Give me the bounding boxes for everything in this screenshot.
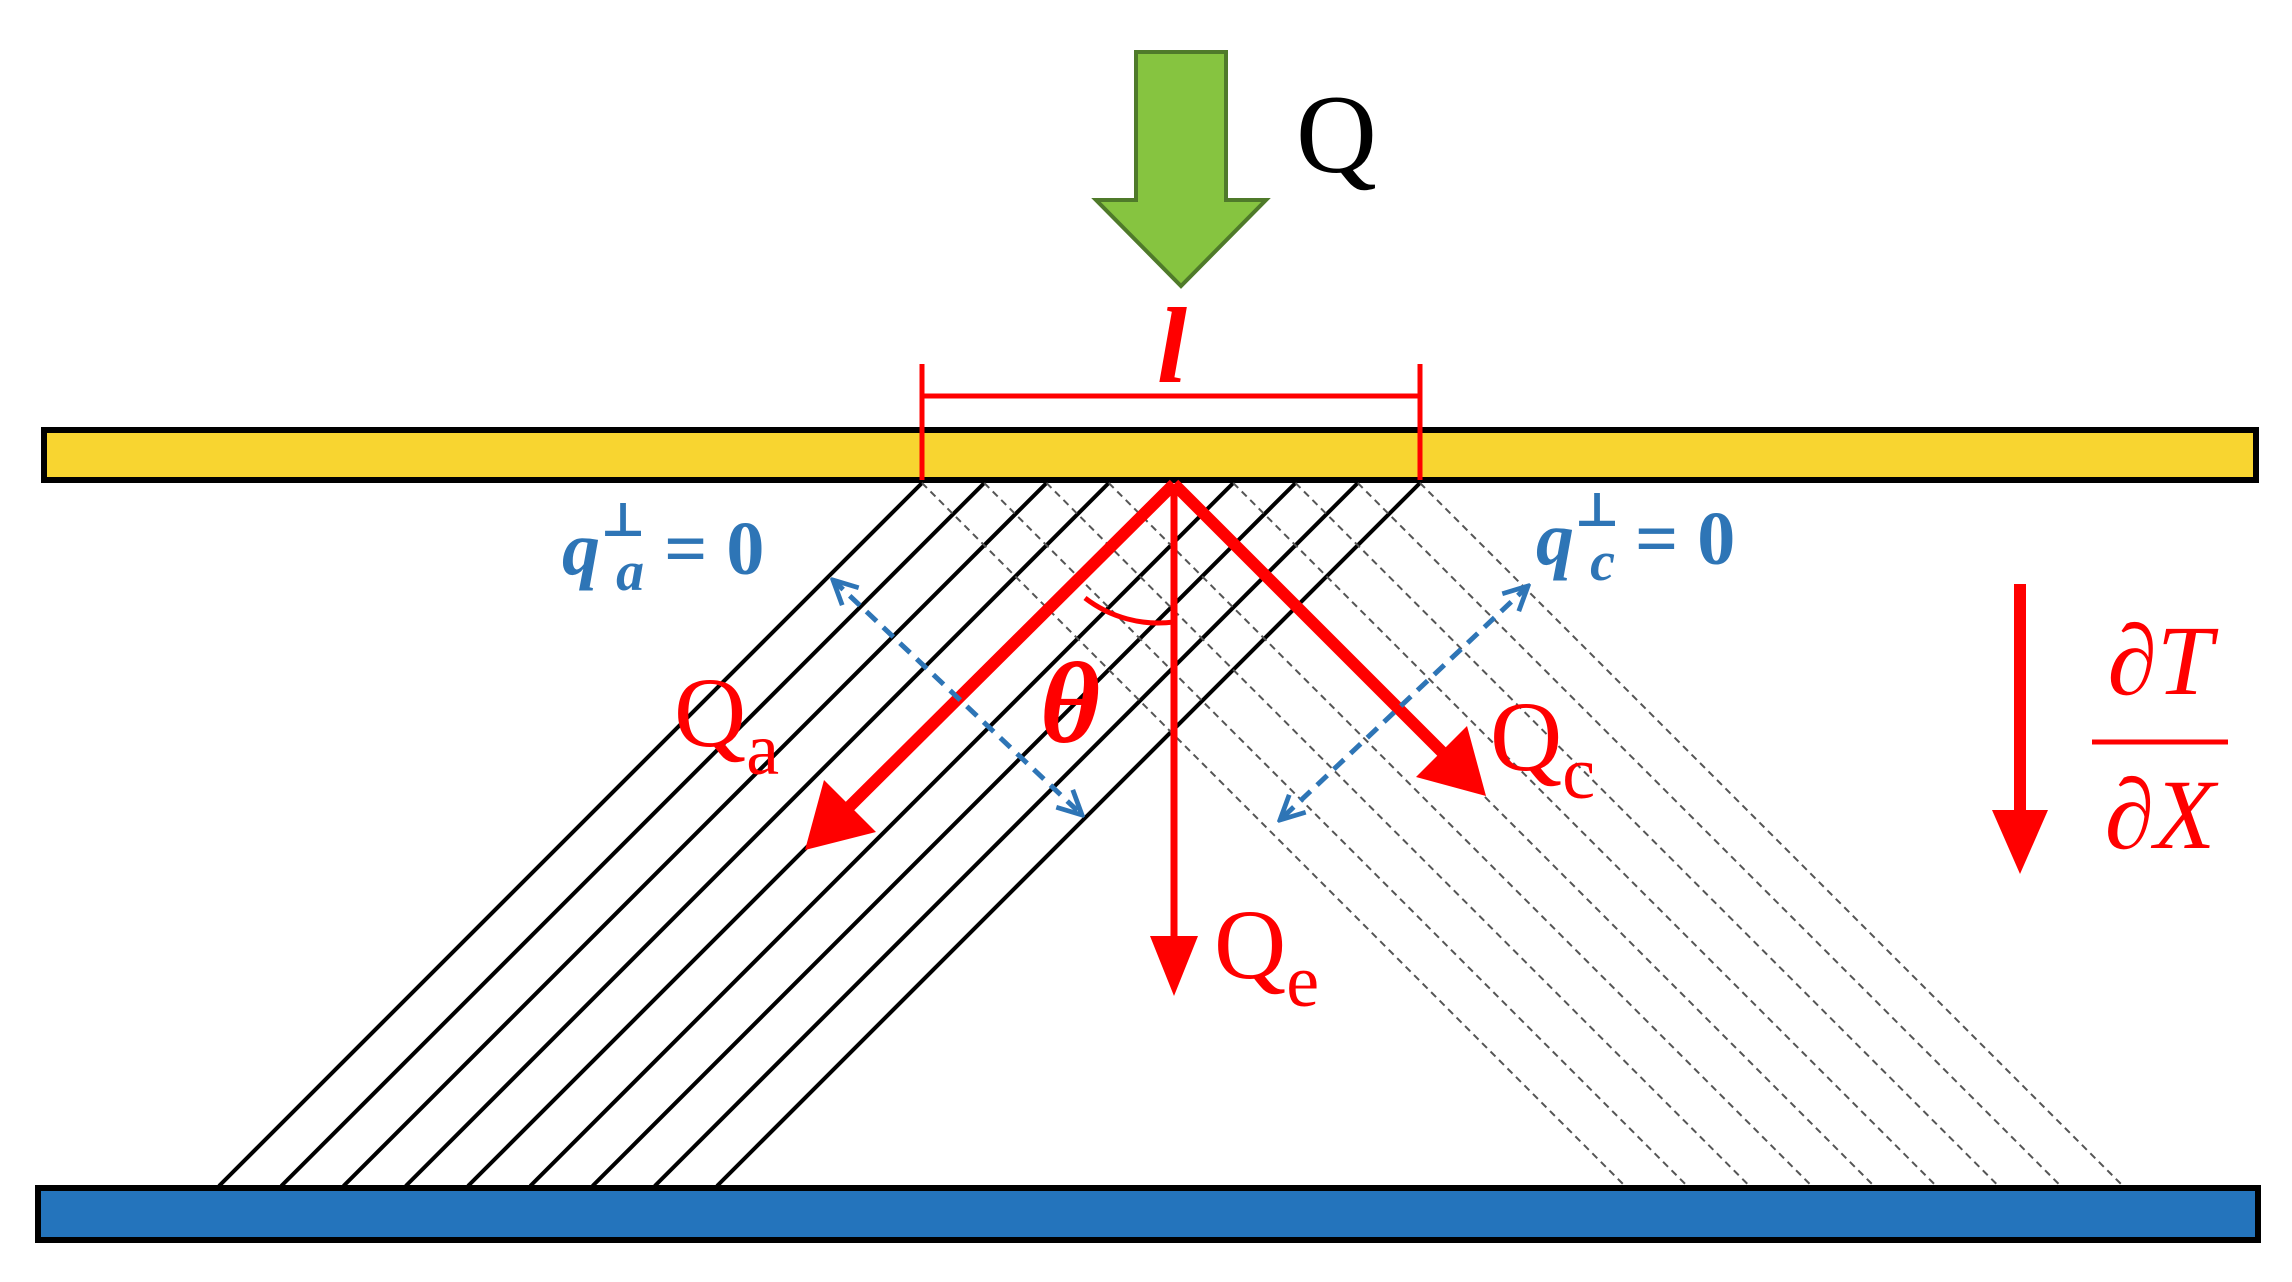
heat-input-label: Q <box>1296 73 1377 197</box>
perp-flux-a-label: q⊥a= 0 <box>562 494 764 603</box>
flux-e-label: Qe <box>1214 889 1319 1023</box>
fiber-line <box>528 481 1235 1188</box>
flux-a-label: Qa <box>674 657 779 791</box>
angle-label: θ <box>1040 640 1100 768</box>
contact-length-marker <box>919 364 1423 480</box>
heat-input-arrow <box>1091 50 1271 289</box>
fiber-line-dashed <box>1045 482 1751 1187</box>
flux-c-label: Qc <box>1490 681 1595 815</box>
perp-flux-arrow-a <box>833 580 1082 815</box>
fiber-line-dashed <box>1108 482 1813 1187</box>
gradient-denominator: ∂X <box>2105 759 2219 870</box>
gradient-numerator: ∂T <box>2107 605 2218 716</box>
angle-arc <box>1083 596 1175 626</box>
flux-arrow-c <box>1169 479 1486 796</box>
length-label: l <box>1157 287 1187 406</box>
fiber-line-dashed <box>1232 482 1937 1187</box>
fiber-line-dashed <box>1294 482 2000 1187</box>
fiber-line-dashed <box>1357 482 2062 1187</box>
flux-arrow-e <box>1150 484 1198 996</box>
fiber-line-dashed <box>1419 482 2124 1187</box>
perp-flux-c-label: q⊥c= 0 <box>1536 484 1735 593</box>
fiber-line <box>653 481 1360 1188</box>
fiber-line-dashed <box>921 482 1626 1187</box>
bottom-plate <box>35 1185 2261 1243</box>
fiber-line-dashed <box>1170 482 1875 1187</box>
fiber-line-dashed <box>983 482 1688 1187</box>
fiber-bundle-right <box>921 482 2124 1187</box>
perp-flux-arrow-c <box>1280 586 1528 820</box>
fiber-line <box>217 481 924 1188</box>
top-plate <box>41 427 2259 483</box>
fiber-line <box>591 481 1297 1188</box>
down-arrow-icon <box>1992 584 2048 874</box>
